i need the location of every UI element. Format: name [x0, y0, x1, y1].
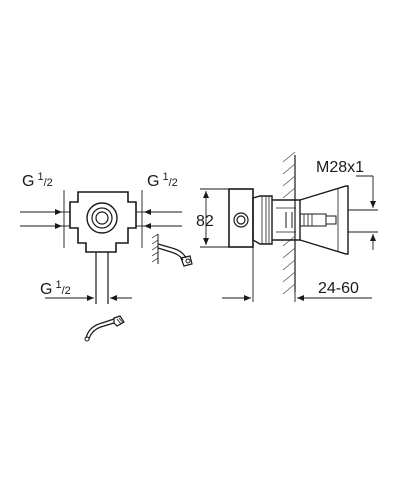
- cartridge-housing: [252, 195, 273, 245]
- shower-arm-icon: [151, 233, 193, 267]
- thread-size-label: M28x1: [316, 159, 364, 176]
- hand-shower-icon: [84, 315, 125, 342]
- wall-range-label: 24-60: [318, 280, 359, 297]
- side-view: [200, 151, 378, 302]
- wall-hatch: [282, 151, 296, 295]
- height-dimension-label: 82: [196, 213, 214, 230]
- front-view: [20, 190, 182, 304]
- side-body: [228, 188, 254, 248]
- valve-body: [69, 191, 137, 253]
- center-port-outer: [86, 202, 118, 234]
- center-port-inner: [95, 211, 109, 225]
- protective-sleeve: [299, 185, 349, 255]
- center-port-mid: [91, 207, 113, 229]
